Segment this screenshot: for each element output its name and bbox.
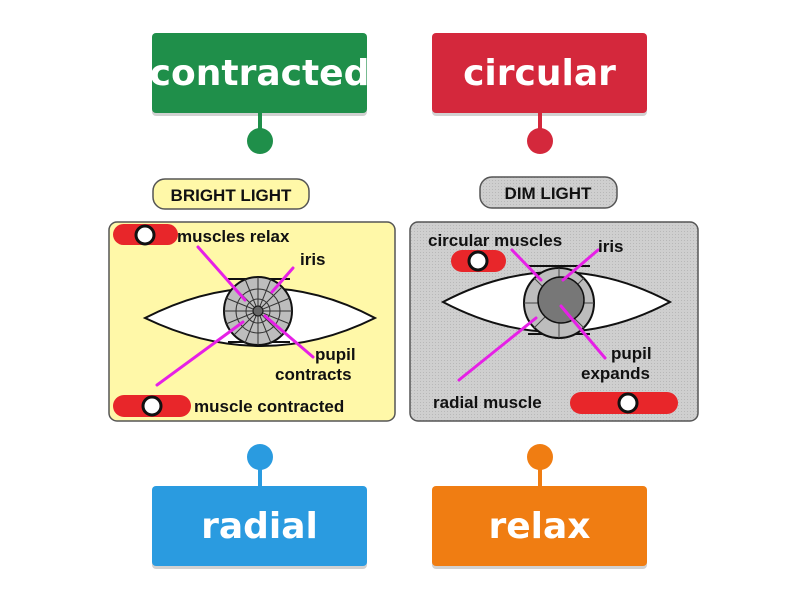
drop-slot[interactable]	[451, 250, 506, 272]
tile-connector	[538, 460, 542, 486]
tile-connector	[258, 113, 262, 138]
dim-label-expands: expands	[581, 364, 650, 383]
dim-pointer-lines	[457, 248, 607, 382]
tile-contracted[interactable]: contracted	[149, 33, 370, 113]
drop-slot[interactable]	[113, 395, 191, 417]
dim-pupil	[537, 276, 585, 324]
tile-anchor-dot	[247, 128, 273, 154]
dim-header: DIM LIGHT	[505, 184, 592, 203]
dim-label-radial-muscle: radial muscle	[433, 393, 542, 412]
bright-label-contracts: contracts	[275, 365, 352, 384]
bright-label-iris: iris	[300, 250, 326, 269]
tile-circular[interactable]: circular	[432, 33, 647, 113]
tile-relax[interactable]: relax	[432, 486, 647, 566]
dim-label-pupil: pupil	[611, 344, 652, 363]
drop-slot[interactable]	[570, 392, 678, 414]
bright-header-box	[152, 178, 310, 210]
tile-label: relax	[488, 505, 591, 547]
bright-label-muscles-relax: muscles relax	[177, 227, 290, 246]
bright-pointer-lines	[155, 245, 315, 387]
tile-connector	[538, 113, 542, 138]
tile-anchor-dot	[527, 128, 553, 154]
tile-label: circular	[463, 52, 616, 94]
dim-header-box	[479, 176, 618, 209]
bright-header: BRIGHT LIGHT	[171, 186, 292, 205]
tile-connector	[258, 460, 262, 486]
drop-slot[interactable]	[113, 224, 178, 246]
bright-label-pupil: pupil	[315, 345, 356, 364]
bright-label-muscle-contracted: muscle contracted	[194, 397, 344, 416]
dim-label-circular-muscles: circular muscles	[428, 231, 562, 250]
bright-pupil	[252, 305, 264, 317]
tile-label: radial	[201, 505, 318, 547]
tile-label: contracted	[149, 52, 370, 94]
tile-radial[interactable]: radial	[152, 486, 367, 566]
dim-label-iris: iris	[598, 237, 624, 256]
